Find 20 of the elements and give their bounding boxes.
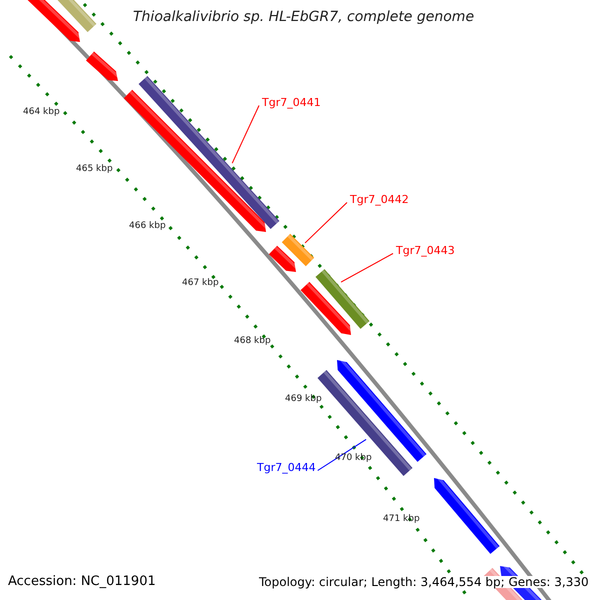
scale-label: 466 kbp (129, 222, 166, 231)
leader-line (304, 202, 348, 244)
gene-label: Tgr7_0441 (262, 97, 321, 108)
gene-bar (282, 234, 314, 266)
scale-label: 468 kbp (234, 337, 271, 346)
gene-label: Tgr7_0442 (350, 194, 409, 205)
leader-line (340, 253, 394, 283)
gene-bar (316, 269, 370, 329)
accession-text: Accession: NC_011901 (8, 575, 156, 588)
map-title: Thioalkalivibrio sp. HL-EbGR7, complete genome (133, 10, 474, 24)
leader-line (232, 105, 260, 164)
scale-label: 464 kbp (23, 108, 60, 117)
gene-label: Tgr7_0444 (257, 462, 316, 473)
scale-label: 469 kbp (285, 395, 322, 404)
scale-label: 471 kbp (383, 515, 420, 524)
gene-label: Tgr7_0443 (396, 245, 455, 256)
scale-label: 465 kbp (76, 165, 113, 174)
scale-label: 467 kbp (182, 279, 219, 288)
scale-label: 470 kbp (335, 454, 372, 463)
leader-line (317, 438, 367, 471)
